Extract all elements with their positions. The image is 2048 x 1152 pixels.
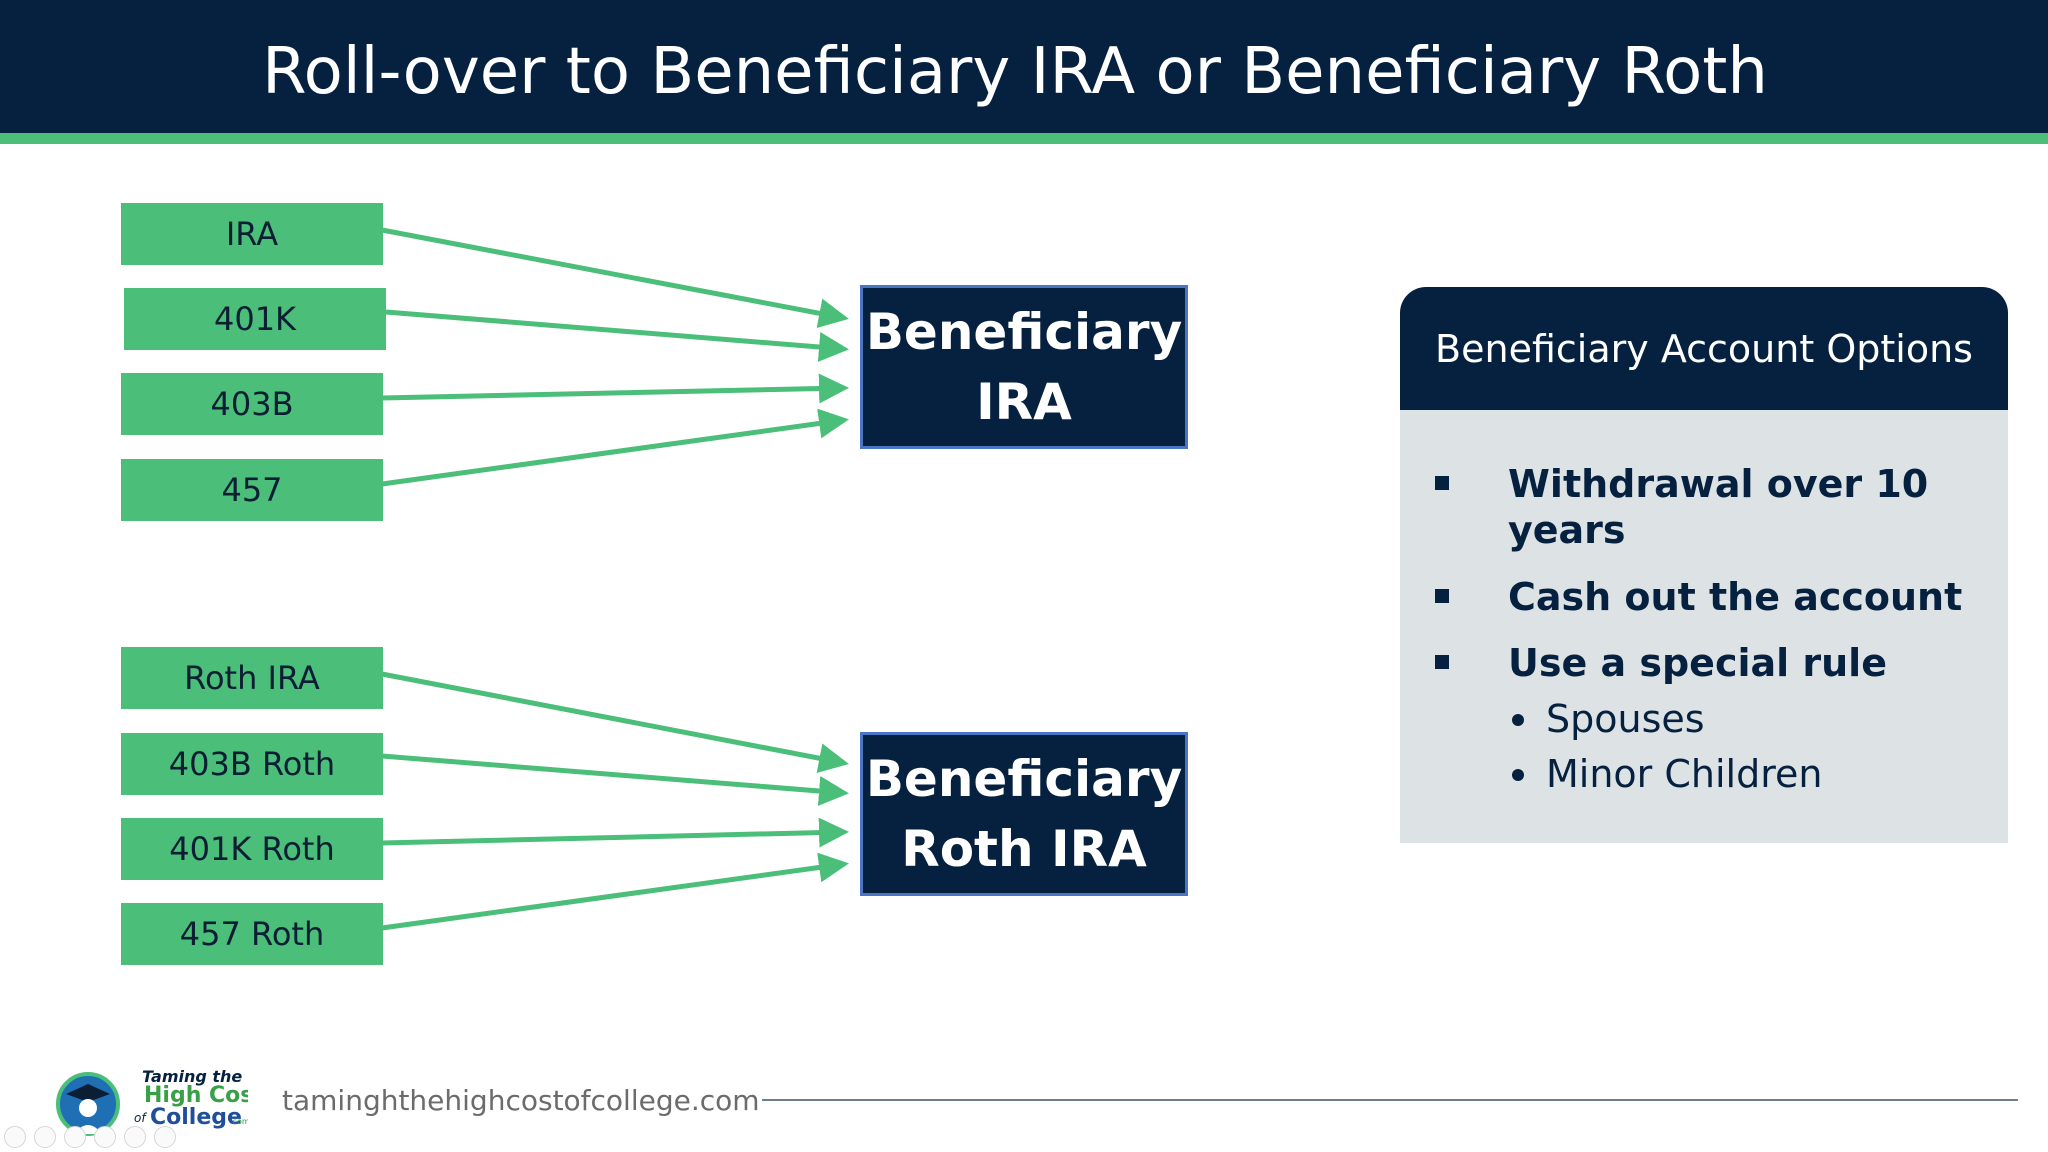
more-options-icon[interactable] xyxy=(154,1126,176,1148)
footer-url: taminghthehighcostofcollege.com xyxy=(282,1084,760,1117)
title-bar xyxy=(0,0,2048,133)
square-bullet-icon xyxy=(1435,655,1449,669)
previous-slide-icon[interactable] xyxy=(4,1126,26,1148)
arrow-roth-ira-to-beneficiary-roth xyxy=(381,671,849,774)
square-bullet-icon xyxy=(1435,589,1449,603)
option-special-rule: Use a special rule xyxy=(1508,641,1887,685)
arrow-403b-roth-to-beneficiary-roth xyxy=(381,753,849,806)
arrow-ira-to-beneficiary-ira xyxy=(381,227,849,329)
slide-controls xyxy=(4,1126,176,1148)
round-bullet-icon xyxy=(1512,714,1524,726)
target-box-beneficiary-ira: Beneficiary IRA xyxy=(860,285,1188,449)
options-panel-heading: Beneficiary Account Options xyxy=(1400,287,2008,410)
slides-grid-icon[interactable] xyxy=(94,1126,116,1148)
logo-text-dotcom: .com xyxy=(230,1117,248,1126)
logo-text-high-cost: High Cost xyxy=(144,1083,248,1108)
round-bullet-icon xyxy=(1512,769,1524,781)
pen-icon[interactable] xyxy=(64,1126,86,1148)
title-bar-accent-stripe xyxy=(0,133,2048,144)
source-box-457-roth: 457 Roth xyxy=(121,903,383,965)
arrow-401k-roth-to-beneficiary-roth xyxy=(381,817,849,848)
source-box-457: 457 xyxy=(121,459,383,521)
source-box-403b-roth: 403B Roth xyxy=(121,733,383,795)
arrow-403b-to-beneficiary-ira xyxy=(381,373,849,404)
arrow-401k-to-beneficiary-ira xyxy=(385,309,849,362)
source-box-403b: 403B xyxy=(121,373,383,435)
sub-option-minor-children: Minor Children xyxy=(1546,752,1823,796)
option-withdrawal-10-years: Withdrawal over 10 years xyxy=(1508,462,1929,552)
zoom-icon[interactable] xyxy=(124,1126,146,1148)
logo-text-college: College xyxy=(150,1105,242,1130)
logo-text-taming: Taming the xyxy=(142,1067,242,1086)
source-box-401k: 401K xyxy=(124,288,386,350)
next-slide-icon[interactable] xyxy=(34,1126,56,1148)
footer-divider xyxy=(762,1099,2018,1101)
options-panel: Beneficiary Account Options xyxy=(1400,287,2008,843)
logo-text-of: of xyxy=(134,1111,147,1125)
sub-option-spouses: Spouses xyxy=(1546,697,1705,741)
square-bullet-icon xyxy=(1435,476,1449,490)
source-box-roth-ira: Roth IRA xyxy=(121,647,383,709)
target-label-line-2: Roth IRA xyxy=(901,820,1147,878)
taming-the-high-cost-of-college-logo: Taming the High Cost of College .com xyxy=(56,1067,248,1136)
target-label-line-1: Beneficiary xyxy=(865,750,1183,808)
source-box-401k-roth: 401K Roth xyxy=(121,818,383,880)
slide-title: Roll-over to Beneficiary IRA or Benefici… xyxy=(262,35,1768,109)
target-box-beneficiary-roth-ira: Beneficiary Roth IRA xyxy=(860,732,1188,896)
source-box-ira: IRA xyxy=(121,203,383,265)
option-cash-out: Cash out the account xyxy=(1508,575,1963,619)
options-panel-body xyxy=(1400,410,2008,843)
target-label-line-1: Beneficiary xyxy=(865,303,1183,361)
target-label-line-2: IRA xyxy=(976,373,1072,431)
arrow-457-roth-to-beneficiary-roth xyxy=(381,852,849,931)
arrow-457-to-beneficiary-ira xyxy=(381,408,849,487)
